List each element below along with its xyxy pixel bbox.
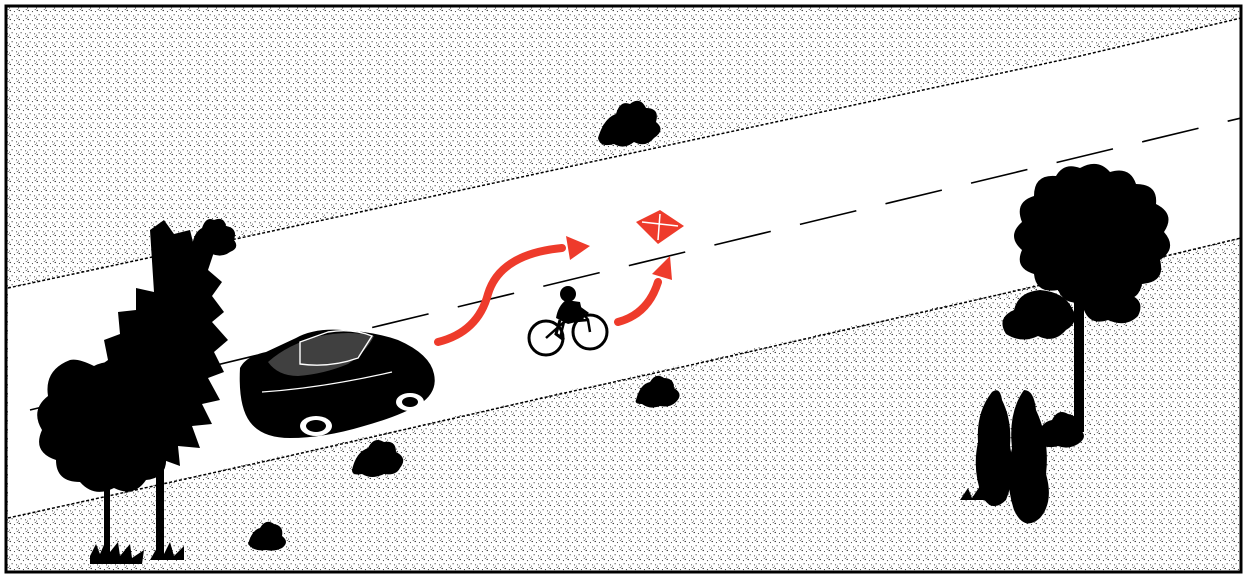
road-scene-illustration bbox=[0, 0, 1247, 578]
